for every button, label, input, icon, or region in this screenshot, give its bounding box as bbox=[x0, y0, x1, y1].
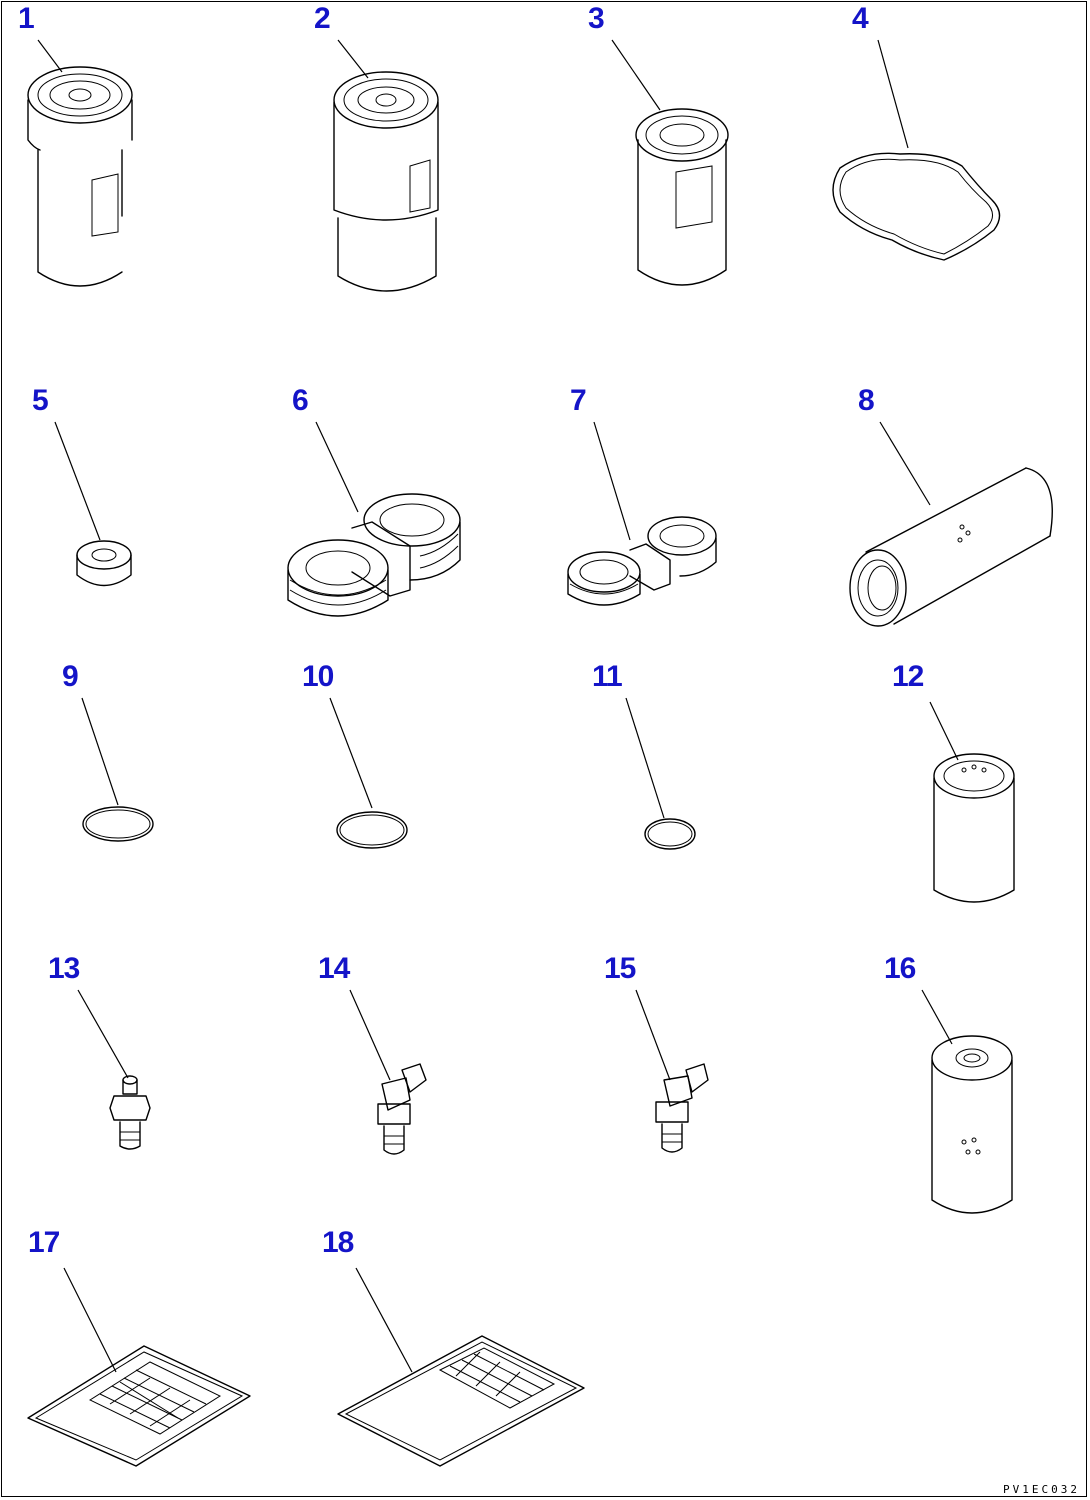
leader-lines bbox=[37, 39, 959, 1373]
callout-8: 8 bbox=[858, 384, 875, 417]
callout-7: 7 bbox=[570, 384, 587, 417]
leader-5 bbox=[54, 421, 101, 541]
callout-1: 1 bbox=[18, 2, 35, 35]
spin-on-filter-small-icon bbox=[635, 108, 729, 286]
cartridge-filter-icon bbox=[933, 753, 1015, 903]
ring-spacer-icon bbox=[76, 540, 132, 587]
leader-9 bbox=[81, 697, 119, 806]
o-ring-medium-icon bbox=[336, 811, 408, 849]
callout-15: 15 bbox=[604, 952, 636, 985]
filter-element-icon bbox=[849, 467, 1053, 627]
leader-18 bbox=[355, 1267, 413, 1373]
callout-9: 9 bbox=[62, 660, 79, 693]
leader-11 bbox=[625, 697, 665, 819]
callout-4: 4 bbox=[852, 2, 869, 35]
o-ring-small-icon bbox=[644, 818, 696, 850]
leader-6 bbox=[315, 421, 359, 513]
tall-cartridge-filter-icon bbox=[931, 1035, 1013, 1214]
leader-4 bbox=[877, 39, 909, 149]
leader-1 bbox=[37, 39, 63, 73]
label-sheet-icon bbox=[337, 1335, 585, 1467]
callout-11: 11 bbox=[592, 660, 623, 693]
callout-3: 3 bbox=[588, 2, 605, 35]
leader-8 bbox=[879, 421, 931, 506]
angled-grease-fitting-icon bbox=[377, 1063, 427, 1155]
callout-14: 14 bbox=[318, 952, 350, 985]
gasket-icon bbox=[832, 152, 1001, 261]
straight-grease-fitting-icon bbox=[109, 1075, 151, 1150]
leader-7 bbox=[593, 421, 631, 541]
callout-18: 18 bbox=[322, 1226, 354, 1259]
label-sheet-icon bbox=[27, 1345, 251, 1467]
callout-17: 17 bbox=[28, 1226, 60, 1259]
callout-5: 5 bbox=[32, 384, 49, 417]
o-ring-large-icon bbox=[82, 806, 154, 842]
callout-12: 12 bbox=[892, 660, 924, 693]
leader-10 bbox=[329, 697, 373, 809]
leader-2 bbox=[337, 39, 369, 79]
filter-wrench-large-icon bbox=[287, 493, 461, 617]
callout-6: 6 bbox=[292, 384, 309, 417]
drawing-code: PV1EC032 bbox=[1003, 1483, 1080, 1496]
callout-2: 2 bbox=[314, 2, 331, 35]
leader-13 bbox=[77, 989, 129, 1079]
leader-14 bbox=[349, 989, 391, 1081]
filter-wrench-small-icon bbox=[567, 516, 717, 606]
callout-13: 13 bbox=[48, 952, 80, 985]
leader-16 bbox=[921, 989, 953, 1045]
leader-3 bbox=[611, 39, 661, 111]
leader-17 bbox=[63, 1267, 117, 1373]
leader-15 bbox=[635, 989, 671, 1081]
callout-16: 16 bbox=[884, 952, 916, 985]
leader-12 bbox=[929, 701, 959, 761]
angled-grease-fitting-icon bbox=[655, 1063, 709, 1153]
spin-on-filter-large-icon bbox=[333, 71, 439, 292]
callout-10: 10 bbox=[302, 660, 334, 693]
spin-on-filter-icon bbox=[27, 66, 133, 287]
